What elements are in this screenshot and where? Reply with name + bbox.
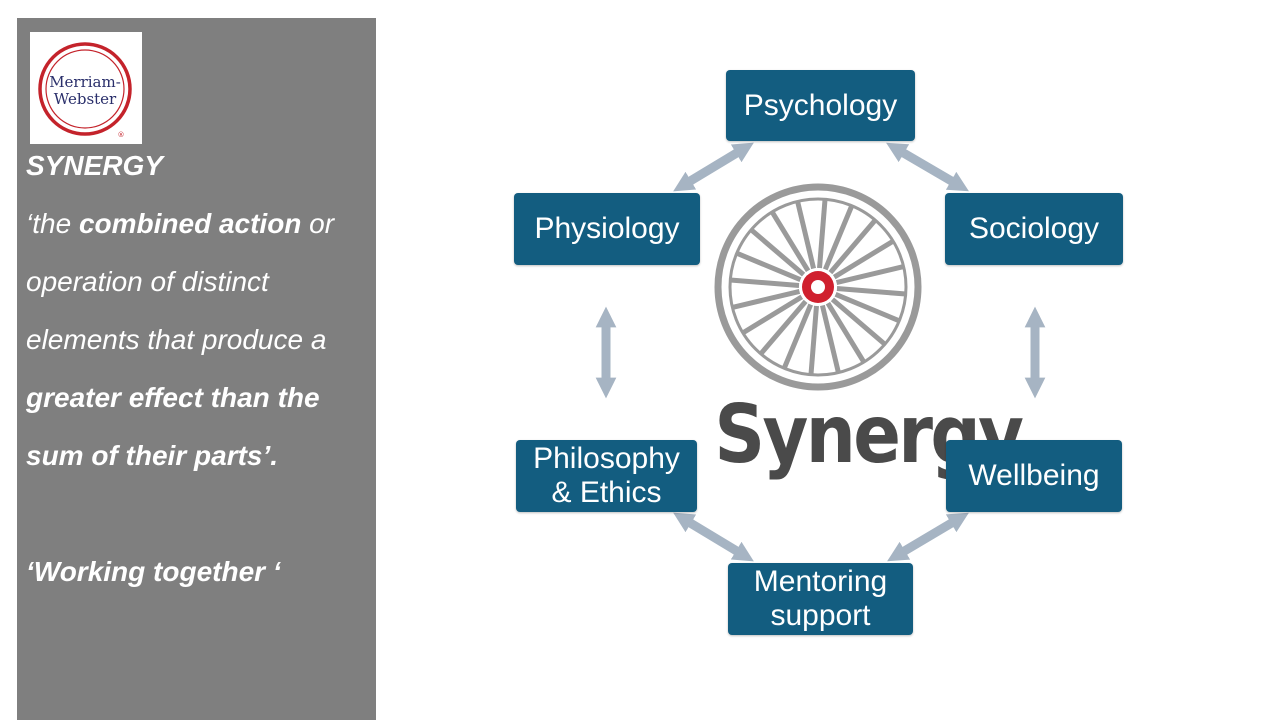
definition-emphasis-2: greater effect than the sum of their par… — [26, 382, 320, 471]
node-mentoring-support: Mentoring support — [728, 563, 913, 635]
wheel-icon — [714, 183, 922, 391]
definition-term: SYNERGY — [26, 150, 163, 181]
definition-text: ‘the combined action or operation of dis… — [26, 195, 372, 485]
logo-line2: Webster — [54, 90, 117, 108]
node-wellbeing-label: Wellbeing — [968, 459, 1100, 492]
wheel-spoke — [781, 303, 814, 370]
wheel-spoke — [730, 277, 800, 288]
definition-middle: or operation of distinct elements that p… — [26, 208, 335, 355]
logo-seal: Merriam- Webster ® — [38, 42, 132, 137]
node-physiology-label: Physiology — [534, 212, 680, 245]
wheel-spoke — [817, 199, 828, 269]
wheel-spoke — [731, 288, 801, 310]
wheel-spoke — [769, 210, 811, 273]
wheel-spoke — [741, 294, 804, 336]
node-mentoring-line2: support — [770, 599, 871, 632]
synergy-wordmark: Synergy — [714, 388, 1024, 481]
definition-end: . — [270, 440, 279, 471]
wheel-spoke — [819, 304, 841, 374]
logo-registered-mark: ® — [118, 131, 125, 137]
node-mentoring-line1: Mentoring — [753, 565, 888, 598]
wheel-spoke — [758, 299, 808, 356]
wheel-spoke — [834, 291, 901, 324]
wheel-spoke — [830, 297, 887, 347]
arrow-wellbeing-mentoring — [887, 512, 969, 562]
node-sociology: Sociology — [945, 193, 1123, 265]
wheel-spoke — [832, 238, 895, 280]
node-psychology-label: Psychology — [743, 88, 898, 122]
wheel-spoke — [735, 250, 802, 283]
arrow-psychology-sociology — [886, 142, 969, 192]
arrow-philosophy-mentoring — [673, 512, 754, 562]
definition-quote-open: ‘the — [26, 208, 79, 239]
node-physiology: Physiology — [514, 193, 700, 265]
tagline: ‘Working together ‘ — [26, 556, 281, 587]
node-philosophy-line2: & Ethics — [551, 476, 662, 509]
definition-emphasis-1: combined action — [78, 208, 302, 239]
wheel-spoke — [795, 200, 817, 270]
merriam-webster-logo: Merriam- Webster ® — [30, 32, 142, 144]
wheel-spoke — [825, 301, 867, 364]
wheel-hub-center — [811, 280, 825, 294]
wheel-spoke — [749, 227, 806, 277]
node-philosophy-ethics: Philosophy & Ethics — [516, 440, 697, 512]
node-sociology-label: Sociology — [968, 212, 1100, 245]
node-psychology: Psychology — [726, 70, 915, 141]
node-philosophy-line1: Philosophy — [533, 442, 680, 475]
wheel-spoke — [836, 286, 906, 297]
wheel-spoke — [822, 204, 855, 271]
wheel-spoke — [828, 218, 878, 275]
node-wellbeing: Wellbeing — [946, 440, 1122, 512]
wheel-spoke — [835, 264, 905, 286]
wheel-spoke — [808, 305, 819, 375]
synergy-definition: SYNERGY ‘the combined action or operatio… — [26, 137, 372, 601]
logo-line1: Merriam- — [49, 73, 121, 91]
wheel-spokes — [730, 199, 906, 375]
arrow-psychology-physiology — [673, 142, 754, 192]
